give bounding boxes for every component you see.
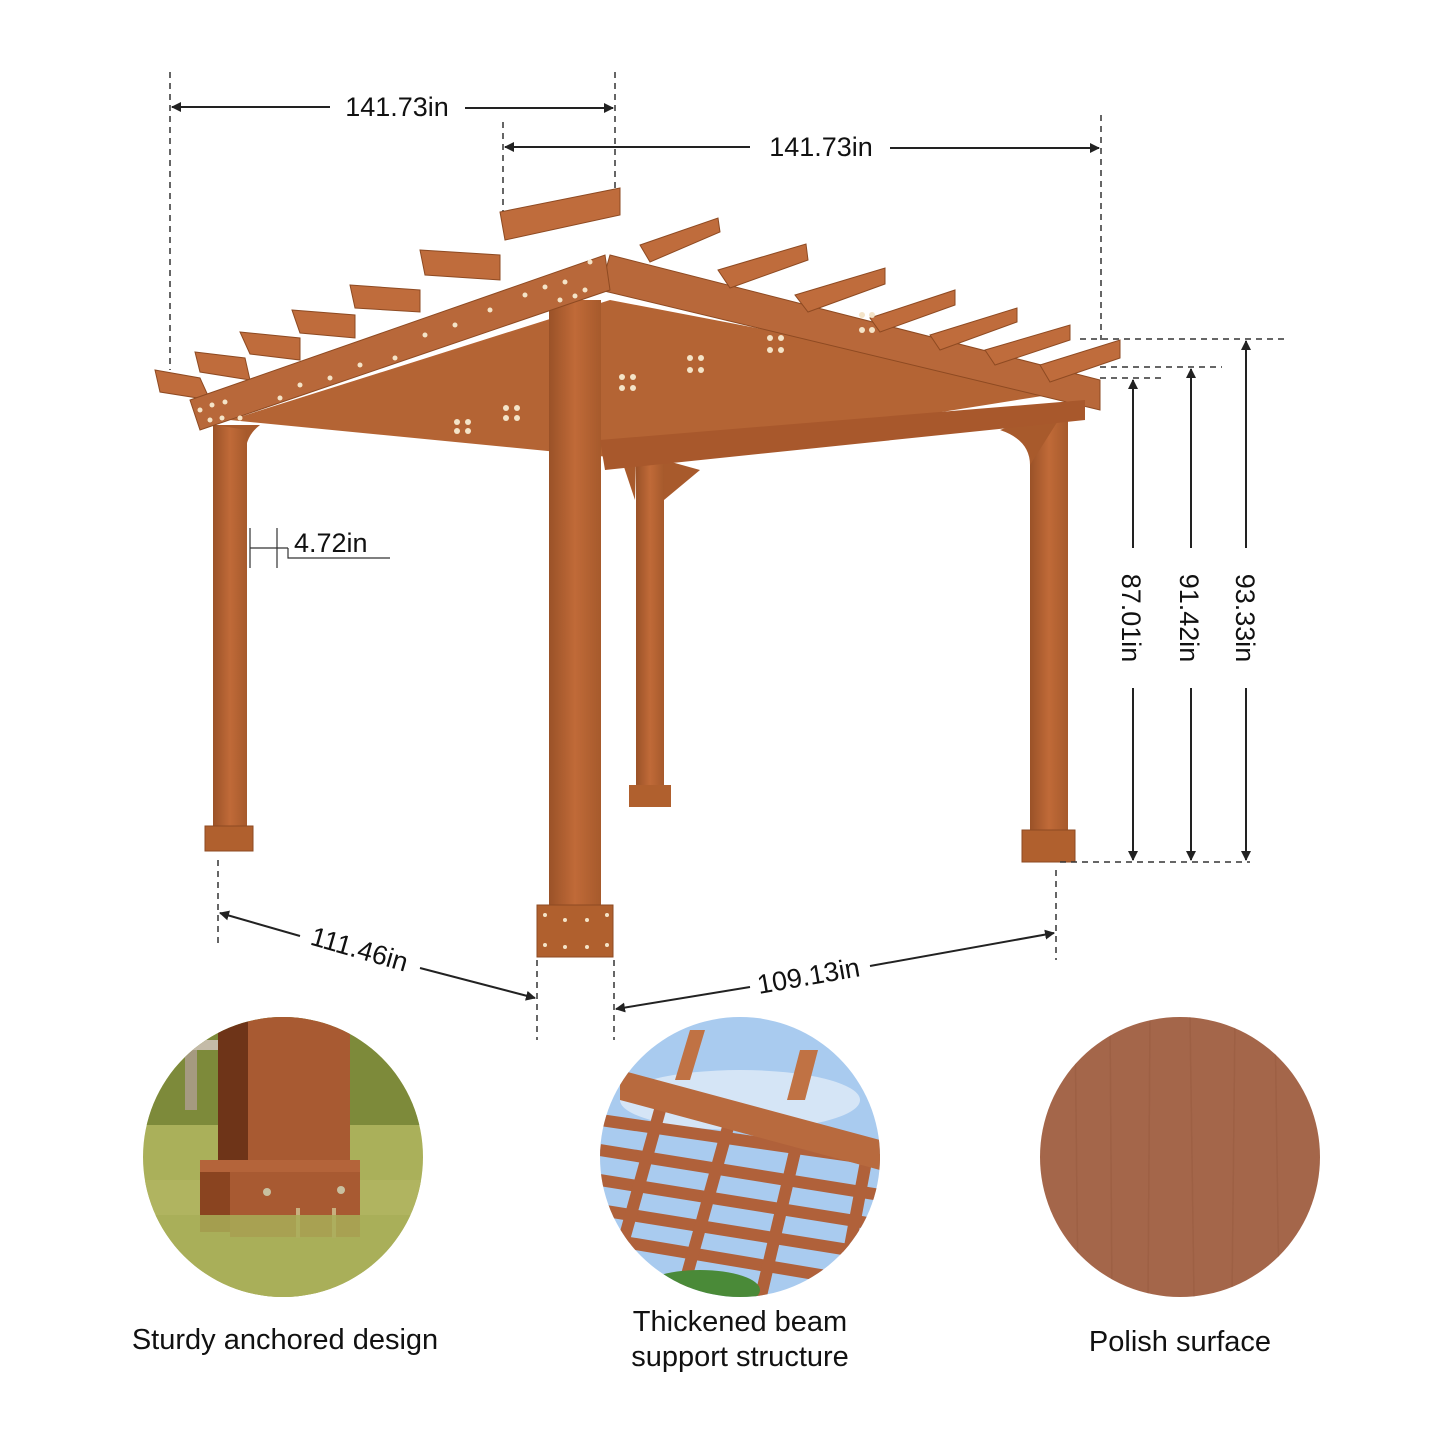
- post-width-dimension: 4.72in: [249, 528, 390, 568]
- top-width-left-label: 141.73in: [345, 92, 449, 122]
- feature-image-beam-structure: [600, 1017, 880, 1297]
- caption-text: Polish surface: [1088, 1326, 1272, 1358]
- top-width-right-dimension: 141.73in: [502, 115, 1102, 340]
- top-width-right-label: 141.73in: [769, 132, 873, 162]
- pergola-illustration: [154, 187, 1121, 958]
- base-dimensions: 111.46in 109.13in: [217, 860, 1057, 1040]
- caption-line-2: support structure: [631, 1341, 849, 1373]
- top-width-left-dimension: 141.73in: [169, 72, 616, 370]
- base-width-label: 109.13in: [755, 952, 862, 1000]
- caption-thickened-beam: Thickened beam support structure: [570, 1305, 910, 1375]
- height-dimensions: 87.01in 91.42in 93.33in: [1060, 338, 1285, 863]
- height-clearance-label: 87.01in: [1116, 574, 1146, 663]
- caption-polish-surface: Polish surface: [1030, 1325, 1330, 1360]
- caption-line-1: Thickened beam: [632, 1306, 848, 1338]
- caption-sturdy-anchored-design: Sturdy anchored design: [100, 1323, 470, 1358]
- caption-text: Sturdy anchored design: [131, 1324, 439, 1356]
- base-depth-label: 111.46in: [307, 921, 411, 977]
- height-beam-label: 91.42in: [1174, 574, 1204, 663]
- post-width-label: 4.72in: [294, 528, 368, 558]
- height-total-label: 93.33in: [1230, 574, 1260, 663]
- feature-image-anchored-post: [143, 1017, 423, 1297]
- feature-image-wood-swatch: [1040, 1017, 1320, 1297]
